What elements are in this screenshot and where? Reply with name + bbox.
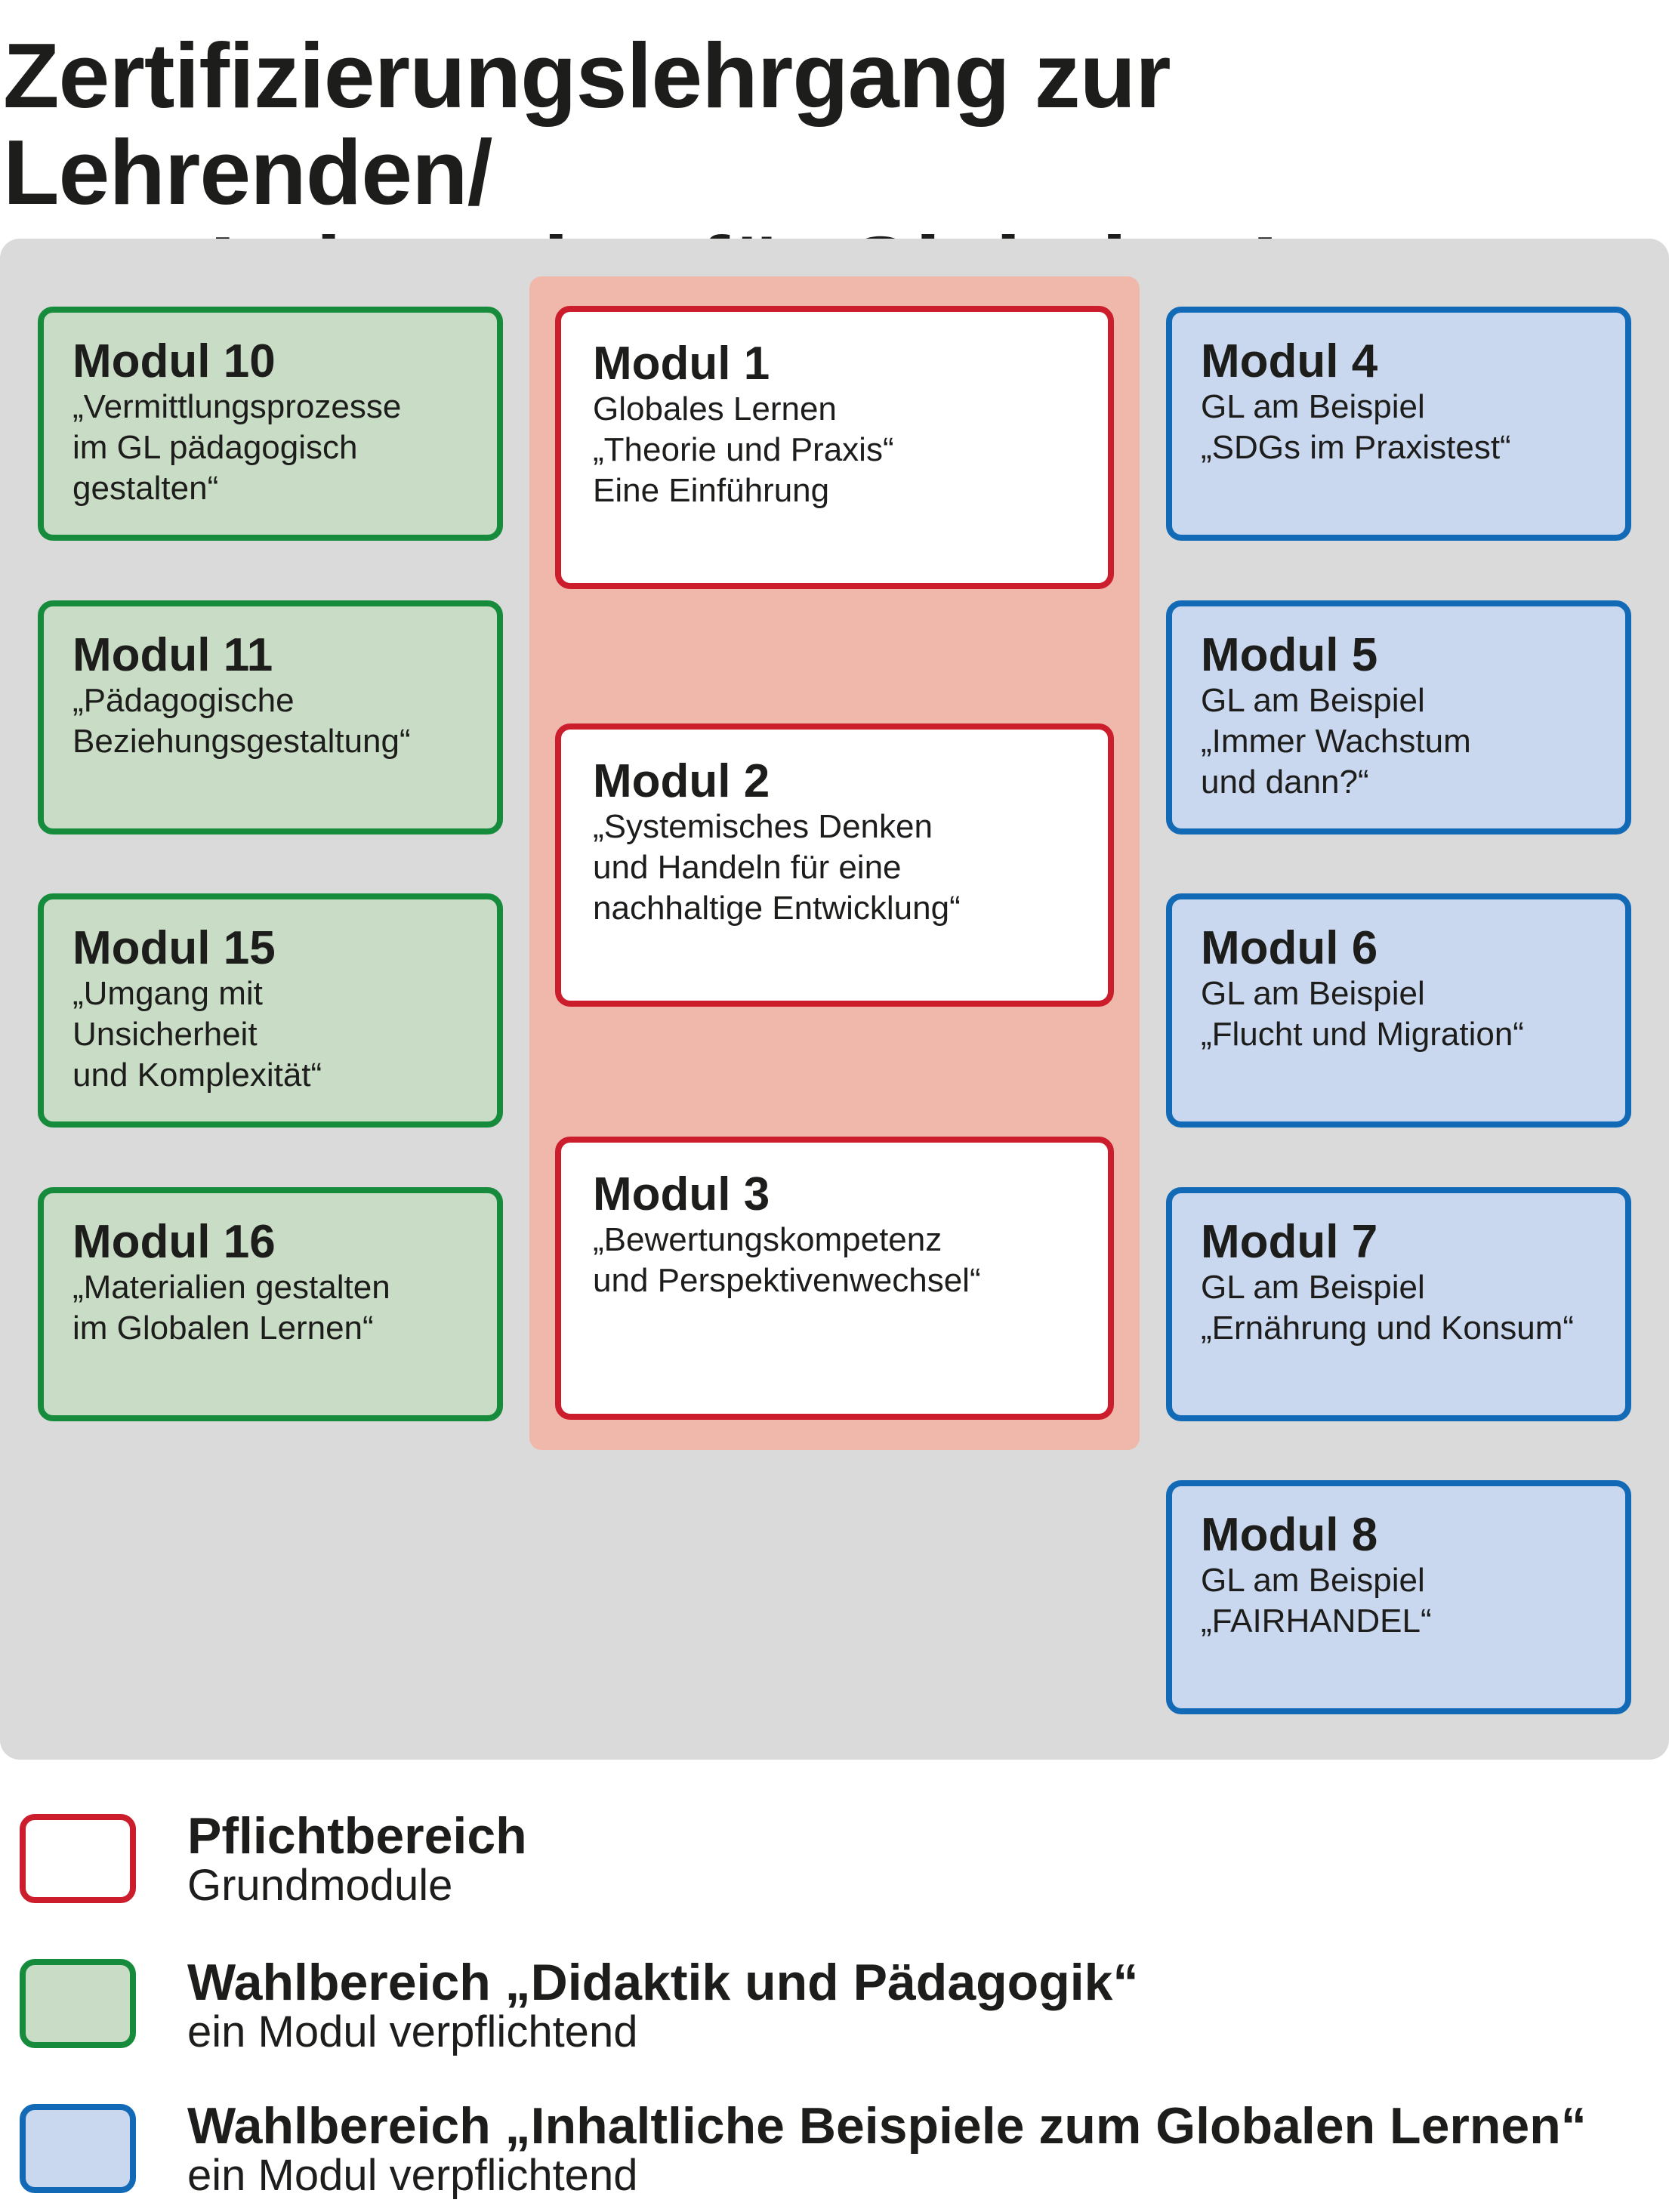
module-card-16: Modul 16 „Materialien gestalten im Globa…: [38, 1187, 503, 1421]
legend-subtitle: ein Modul verpflichtend: [187, 2007, 638, 2056]
legend-title: Wahlbereich „Inhaltliche Beispiele zum G…: [187, 2097, 1587, 2155]
module-line: „Flucht und Migration“: [1201, 1016, 1524, 1053]
module-line: im GL pädagogisch: [72, 429, 358, 466]
module-line: Eine Einführung: [593, 472, 830, 509]
module-line: gestalten“: [72, 470, 219, 507]
module-line: „Systemisches Denken: [593, 808, 933, 845]
module-line: „Theorie und Praxis“: [593, 431, 894, 468]
module-line: und dann?“: [1201, 764, 1369, 801]
module-line: „Umgang mit: [72, 975, 263, 1012]
legend-subtitle: Grundmodule: [187, 1861, 453, 1910]
module-title: Modul 10: [72, 335, 276, 387]
module-line: „Immer Wachstum: [1201, 723, 1471, 760]
module-title: Modul 15: [72, 922, 276, 974]
module-title: Modul 16: [72, 1216, 276, 1268]
module-line: „FAIRHANDEL“: [1201, 1603, 1432, 1640]
module-line: im Globalen Lernen“: [72, 1310, 374, 1347]
module-card-6: Modul 6 GL am Beispiel „Flucht und Migra…: [1166, 893, 1631, 1128]
module-line: GL am Beispiel: [1201, 1269, 1425, 1306]
module-card-1: Modul 1 Globales Lernen „Theorie und Pra…: [555, 306, 1114, 589]
module-card-2: Modul 2 „Systemisches Denken und Handeln…: [555, 723, 1114, 1007]
legend-item-didaktik: Wahlbereich „Didaktik und Pädagogik“ ein…: [187, 1956, 1660, 2056]
module-line: nachhaltige Entwicklung“: [593, 890, 961, 927]
module-card-15: Modul 15 „Umgang mit Unsicherheit und Ko…: [38, 893, 503, 1128]
module-title: Modul 6: [1201, 922, 1378, 974]
title-line-1: Zertifizierungslehrgang zur Lehrenden/: [3, 24, 1171, 224]
module-card-5: Modul 5 GL am Beispiel „Immer Wachstum u…: [1166, 600, 1631, 835]
legend-swatch-didaktik: [20, 1959, 136, 2048]
module-title: Modul 7: [1201, 1216, 1378, 1268]
module-line: und Perspektivenwechsel“: [593, 1262, 981, 1299]
module-card-8: Modul 8 GL am Beispiel „FAIRHANDEL“: [1166, 1480, 1631, 1714]
module-card-10: Modul 10 „Vermittlungsprozesse im GL päd…: [38, 307, 503, 541]
module-line: Unsicherheit: [72, 1016, 258, 1053]
module-title: Modul 3: [593, 1168, 770, 1220]
module-line: und Handeln für eine: [593, 849, 902, 886]
module-card-4: Modul 4 GL am Beispiel „SDGs im Praxiste…: [1166, 307, 1631, 541]
module-line: „SDGs im Praxistest“: [1201, 429, 1511, 466]
legend-subtitle: ein Modul verpflichtend: [187, 2151, 638, 2200]
legend-swatch-inhalt: [20, 2104, 136, 2193]
legend-title: Pflichtbereich: [187, 1807, 527, 1865]
module-line: „Ernährung und Konsum“: [1201, 1310, 1575, 1347]
module-line: „Bewertungskompetenz: [593, 1221, 942, 1258]
module-card-3: Modul 3 „Bewertungskompetenz und Perspek…: [555, 1137, 1114, 1420]
legend-swatch-pflicht: [20, 1814, 136, 1903]
module-line: GL am Beispiel: [1201, 1562, 1425, 1599]
module-line: GL am Beispiel: [1201, 975, 1425, 1012]
module-title: Modul 8: [1201, 1509, 1378, 1561]
module-title: Modul 11: [72, 629, 273, 681]
module-line: und Komplexität“: [72, 1057, 322, 1094]
module-line: „Vermittlungsprozesse: [72, 388, 402, 425]
legend-item-inhalt: Wahlbereich „Inhaltliche Beispiele zum G…: [187, 2099, 1660, 2199]
module-card-7: Modul 7 GL am Beispiel „Ernährung und Ko…: [1166, 1187, 1631, 1421]
legend-title: Wahlbereich „Didaktik und Pädagogik“: [187, 1954, 1139, 2011]
module-line: GL am Beispiel: [1201, 388, 1425, 425]
module-line: Beziehungsgestaltung“: [72, 723, 411, 760]
module-title: Modul 4: [1201, 335, 1378, 387]
module-line: Globales Lernen: [593, 390, 837, 427]
module-title: Modul 2: [593, 755, 770, 807]
legend-item-pflicht: Pflichtbereich Grundmodule: [187, 1809, 1660, 1909]
module-title: Modul 1: [593, 338, 770, 390]
module-line: „Pädagogische: [72, 682, 295, 719]
module-card-11: Modul 11 „Pädagogische Beziehungsgestalt…: [38, 600, 503, 835]
module-title: Modul 5: [1201, 629, 1378, 681]
module-line: „Materialien gestalten: [72, 1269, 390, 1306]
module-line: GL am Beispiel: [1201, 682, 1425, 719]
